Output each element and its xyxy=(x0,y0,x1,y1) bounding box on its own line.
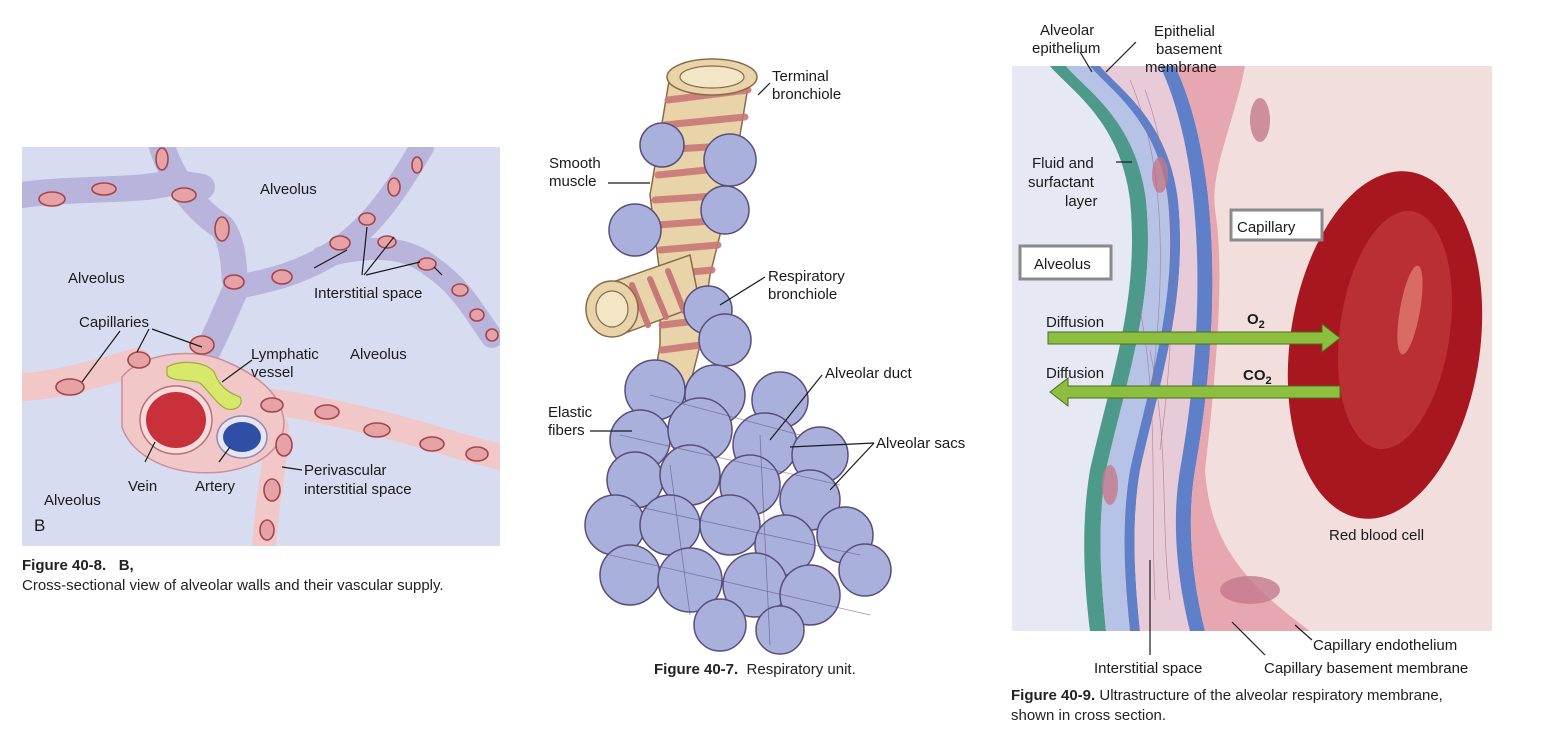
caption-figure-40-7: Figure 40-7. Respiratory unit. xyxy=(654,660,974,680)
label-alveolar-epithelium-line2: epithelium xyxy=(1032,40,1100,57)
fluid-surfactant-layer xyxy=(1050,66,1148,631)
label-elastic-line2: fibers xyxy=(548,422,585,439)
label-alveolus-left: Alveolus xyxy=(68,270,125,287)
label-diffusion-1: Diffusion xyxy=(1046,314,1104,331)
panel-letter-b: B xyxy=(34,516,45,535)
caption-figure-40-8: Figure 40-8. B, Cross-sectional view of … xyxy=(22,556,522,596)
caption-text: Cross-sectional view of alveolar walls a… xyxy=(22,577,444,594)
capillary-basement-membrane xyxy=(1160,66,1213,631)
label-capillary-box: Capillary xyxy=(1237,219,1296,236)
label-artery: Artery xyxy=(195,478,236,495)
label-co2: CO2 xyxy=(1243,367,1272,387)
label-capillary-endothelium: Capillary endothelium xyxy=(1313,637,1457,654)
label-vein: Vein xyxy=(128,478,157,495)
capillary-box xyxy=(1229,208,1324,242)
o2-diffusion-arrow xyxy=(1047,322,1341,354)
co2-diffusion-arrow xyxy=(1049,376,1341,408)
label-alveolus-box: Alveolus xyxy=(1034,256,1091,273)
label-terminal-line1: Terminal xyxy=(772,68,829,85)
caption-text-line2: shown in cross section. xyxy=(1011,707,1167,724)
artery-lumen xyxy=(223,422,261,452)
label-diffusion-2: Diffusion xyxy=(1046,365,1104,382)
vein-lumen xyxy=(146,392,206,448)
label-alveolar-duct: Alveolar duct xyxy=(825,365,913,382)
figure-40-8: Alveolus Alveolus Alveolus Alveolus Inte… xyxy=(22,147,500,546)
label-capillaries: Capillaries xyxy=(79,314,149,331)
label-respiratory-line2: bronchiole xyxy=(768,286,837,303)
label-red-blood-cell: Red blood cell xyxy=(1329,527,1424,544)
label-smooth-line2: muscle xyxy=(549,173,597,190)
label-perivascular-line1: Perivascular xyxy=(304,462,387,479)
label-epithelial-bm-line2: basement xyxy=(1156,41,1223,58)
figure-40-9: Alveolar epithelium Epithelial basement … xyxy=(1010,0,1550,690)
epithelial-basement-membrane xyxy=(1090,66,1181,631)
label-interstitial-space: Interstitial space xyxy=(314,285,422,302)
label-terminal-line2: bronchiole xyxy=(772,86,841,103)
label-interstitial-space: Interstitial space xyxy=(1094,660,1202,677)
label-elastic-line1: Elastic xyxy=(548,404,593,421)
label-lymphatic-line1: Lymphatic xyxy=(251,346,319,363)
figure-40-7: Terminal bronchiole Smooth muscle Respir… xyxy=(540,55,980,655)
label-alveolus-bottom: Alveolus xyxy=(44,492,101,509)
label-smooth-line1: Smooth xyxy=(549,155,601,172)
respiratory-unit-diagram: Terminal bronchiole Smooth muscle Respir… xyxy=(548,58,965,655)
alveolar-wall-cross-section: Alveolus Alveolus Alveolus Alveolus Inte… xyxy=(22,147,500,546)
caption-text-line1: Ultrastructure of the alveolar respirato… xyxy=(1099,687,1443,704)
caption-number: Figure 40-9. xyxy=(1011,687,1096,704)
caption-number: Figure 40-8. xyxy=(22,557,107,574)
label-alveolar-epithelium-line1: Alveolar xyxy=(1040,22,1094,39)
label-fluid-line1: Fluid and xyxy=(1032,155,1094,172)
label-epithelial-bm-line1: Epithelial xyxy=(1154,23,1215,40)
label-fluid-line2: surfactant xyxy=(1028,174,1095,191)
alveolus-box xyxy=(1018,244,1113,281)
alveolar-epithelium xyxy=(1066,66,1171,631)
interstitial-space-region xyxy=(1100,66,1198,631)
respiratory-membrane-diagram: Alveolar epithelium Epithelial basement … xyxy=(1012,22,1492,677)
lymphatic-vessel xyxy=(166,361,242,410)
label-alveolus-top: Alveolus xyxy=(260,181,317,198)
label-o2: O2 xyxy=(1247,311,1265,331)
caption-text: Respiratory unit. xyxy=(746,661,856,678)
label-respiratory-line1: Respiratory xyxy=(768,268,845,285)
caption-number: Figure 40-7. xyxy=(654,661,739,678)
label-alveolar-sacs: Alveolar sacs xyxy=(876,435,965,452)
label-alveolus-right: Alveolus xyxy=(350,346,407,363)
label-fluid-line3: layer xyxy=(1065,193,1098,210)
caption-figure-40-9: Figure 40-9. Ultrastructure of the alveo… xyxy=(1011,686,1531,726)
label-lymphatic-line2: vessel xyxy=(251,364,294,381)
label-capillary-bm: Capillary basement membrane xyxy=(1264,660,1468,677)
label-epithelial-bm-line3: membrane xyxy=(1145,59,1217,76)
caption-panel: B, xyxy=(118,557,134,574)
label-perivascular-line2: interstitial space xyxy=(304,481,412,498)
